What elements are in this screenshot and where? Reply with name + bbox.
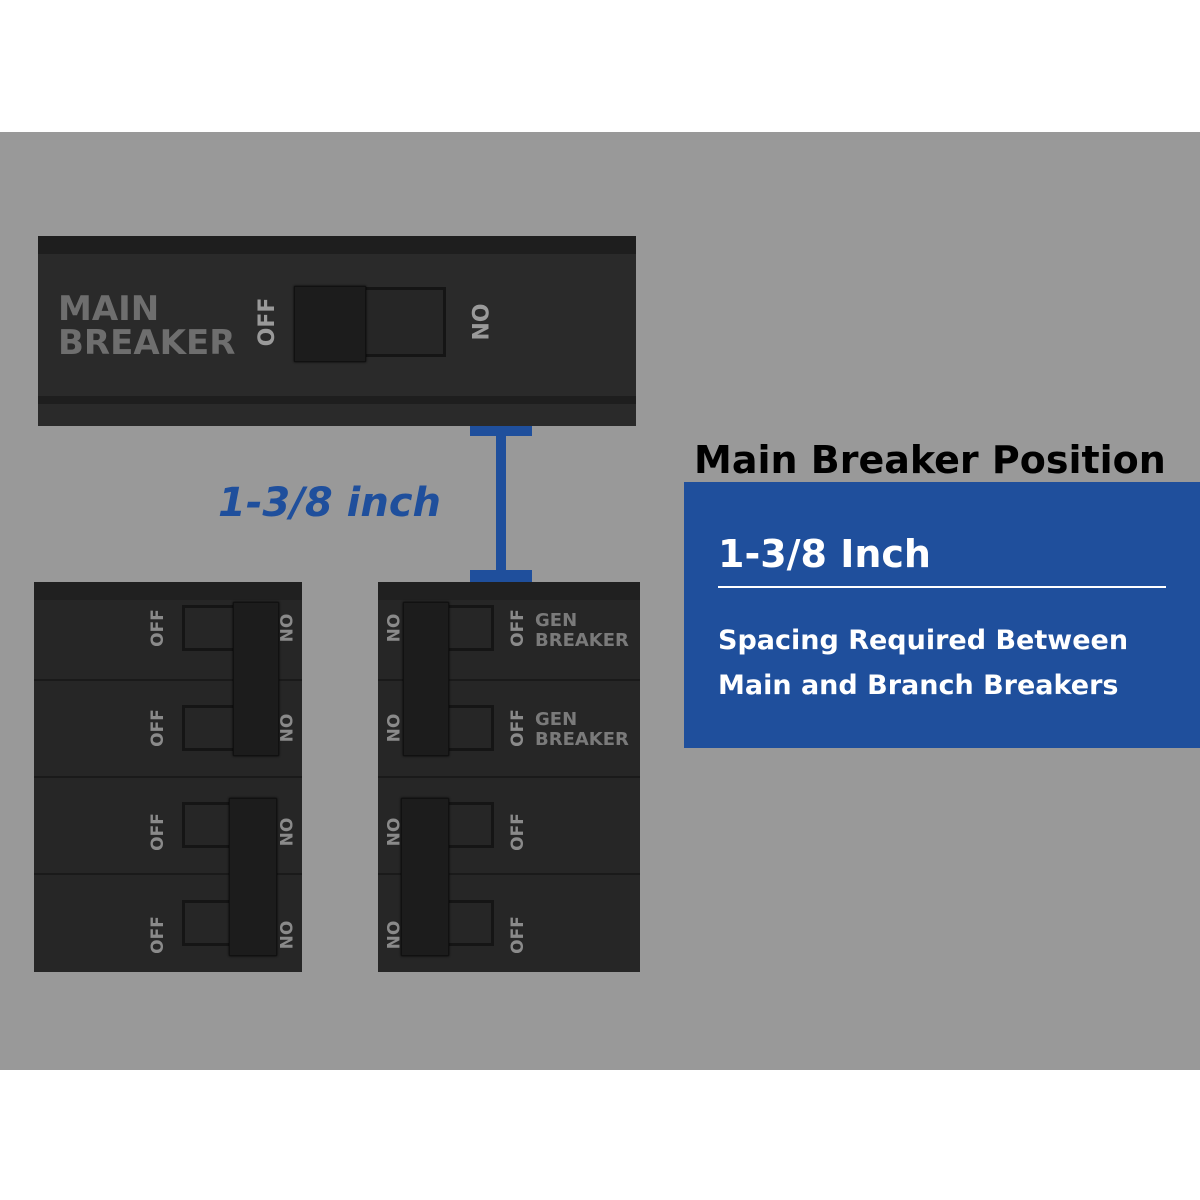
info-measurement: 1-3/8 Inch <box>718 532 931 576</box>
dimension-label: 1-3/8 inch <box>218 480 442 526</box>
left-row3-off: OFF <box>148 813 168 851</box>
main-toggle-handle[interactable] <box>294 286 366 362</box>
main-off-label: OFF <box>255 297 280 347</box>
left-tandem-handle-bottom[interactable] <box>229 798 277 956</box>
gen-breaker-label: GEN BREAKER <box>535 709 629 750</box>
left-row4-off: OFF <box>148 916 168 954</box>
right-row1-on: ON <box>382 613 402 643</box>
right-row3-off: OFF <box>508 813 528 851</box>
main-on-label: ON <box>466 303 491 341</box>
info-description: Spacing Required Between Main and Branch… <box>718 625 1129 701</box>
info-box: 1-3/8 Inch Spacing Required Between Main… <box>684 482 1200 748</box>
right-row4-on: ON <box>382 920 402 950</box>
main-breaker-label: MAIN BREAKER <box>58 289 236 363</box>
left-tandem-handle-top[interactable] <box>233 602 279 756</box>
right-tandem-handle-top[interactable] <box>403 602 449 756</box>
info-divider <box>718 586 1166 588</box>
left-row2-off: OFF <box>148 709 168 747</box>
left-row1-off: OFF <box>148 609 168 647</box>
right-tandem-handle-bottom[interactable] <box>401 798 449 956</box>
right-row1-off: OFF <box>508 609 528 647</box>
left-row4-on: ON <box>275 920 295 950</box>
info-heading: Main Breaker Position <box>694 438 1166 482</box>
right-row3-on: ON <box>382 817 402 847</box>
left-row3-on: ON <box>275 817 295 847</box>
gen-breaker-label: GEN BREAKER <box>535 610 629 651</box>
right-row2-off: OFF <box>508 709 528 747</box>
right-row4-off: OFF <box>508 916 528 954</box>
right-row2-on: ON <box>382 713 402 743</box>
